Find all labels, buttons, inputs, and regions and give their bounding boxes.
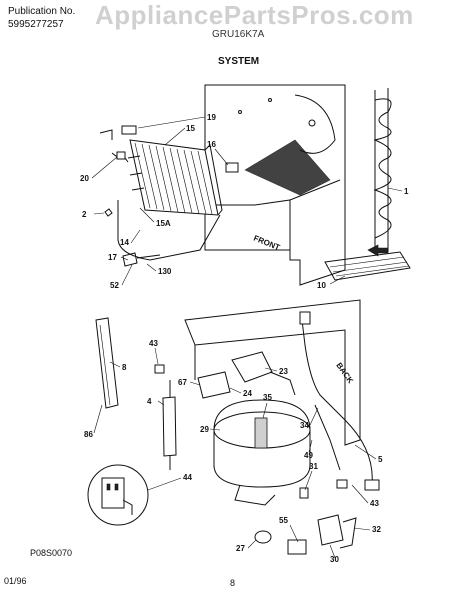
watermark: AppliancePartsPros.com: [95, 0, 414, 30]
mounting-plate: [122, 252, 138, 267]
wire-harness: [314, 404, 341, 471]
back-panel: [184, 299, 361, 446]
callout-label: 29: [200, 425, 209, 434]
screw-icon: [104, 208, 113, 217]
power-cord: [301, 319, 373, 486]
callout-label: 15A: [156, 219, 171, 228]
publication-date: 01/96: [4, 576, 27, 586]
evaporator-cover-part: [225, 162, 239, 173]
grommet-27: [254, 530, 272, 544]
callout-label: 4: [147, 397, 152, 406]
callout-label: 31: [309, 462, 318, 471]
rail: [95, 317, 119, 409]
front-label: FRONT: [252, 234, 281, 253]
wire: [269, 371, 296, 396]
callout-label: 16: [207, 140, 216, 149]
callout-label: 43: [370, 499, 379, 508]
callout-label: 10: [317, 281, 326, 290]
capacitor: [287, 539, 307, 555]
condenser-coil: [373, 88, 392, 252]
evaporator: [127, 139, 223, 216]
callout-labels: 19 15 16 20 2 15A 14 17 130 52 1 10 8 43…: [80, 113, 409, 564]
callout-label: 20: [80, 174, 89, 183]
callout-label: 14: [120, 238, 129, 247]
callout-label: 52: [110, 281, 119, 290]
callout-label: 35: [263, 393, 272, 402]
callout-label: 34: [300, 421, 309, 430]
callout-label: 86: [84, 430, 93, 439]
cabinet-body: [204, 84, 346, 286]
callout-label: 44: [183, 473, 192, 482]
fan-motor: [317, 514, 344, 546]
page-number: 8: [230, 578, 236, 588]
model-number: GRU16K7A: [212, 29, 265, 40]
callout-label: 19: [207, 113, 216, 122]
callout-label: 27: [236, 544, 245, 553]
callout-label: 49: [304, 451, 313, 460]
callout-label: 15: [186, 124, 195, 133]
thermistor: [116, 151, 126, 160]
callout-label: 30: [330, 555, 339, 564]
bottom-condenser: [324, 244, 411, 281]
connector: [336, 479, 348, 489]
fan-bracket: [339, 517, 357, 549]
callout-label: 5: [378, 455, 383, 464]
mounting-bracket: [197, 371, 231, 399]
grommet: [154, 364, 165, 374]
figure-id: P08S0070: [30, 548, 73, 558]
heat-exchanger-tube: [117, 200, 221, 261]
callout-label: 2: [82, 210, 87, 219]
page-title: SYSTEM: [218, 56, 260, 67]
callout-label: 43: [149, 339, 158, 348]
callout-label: 130: [158, 267, 172, 276]
outlet-inset: [87, 464, 149, 526]
callout-label: 8: [122, 363, 127, 372]
callout-label: 24: [243, 389, 252, 398]
callout-label: 67: [178, 378, 187, 387]
relay-cover: [231, 351, 273, 383]
callout-label: 23: [279, 367, 288, 376]
callout-label: 17: [108, 253, 117, 262]
leader-lines: [91, 116, 403, 559]
publication-label: Publication No.: [8, 6, 76, 17]
defrost-terminator: [121, 125, 137, 135]
publication-number: 5995277257: [8, 19, 64, 30]
plug: [364, 479, 380, 491]
bracket: [99, 129, 113, 140]
cord-connector: [299, 311, 311, 325]
callout-label: 55: [279, 516, 288, 525]
grommet-small: [299, 487, 309, 499]
callout-label: 1: [404, 187, 409, 196]
compressor: [213, 399, 311, 506]
screw-bolt: [136, 254, 161, 259]
callout-label: 32: [372, 525, 381, 534]
filter-drier: [162, 396, 177, 457]
